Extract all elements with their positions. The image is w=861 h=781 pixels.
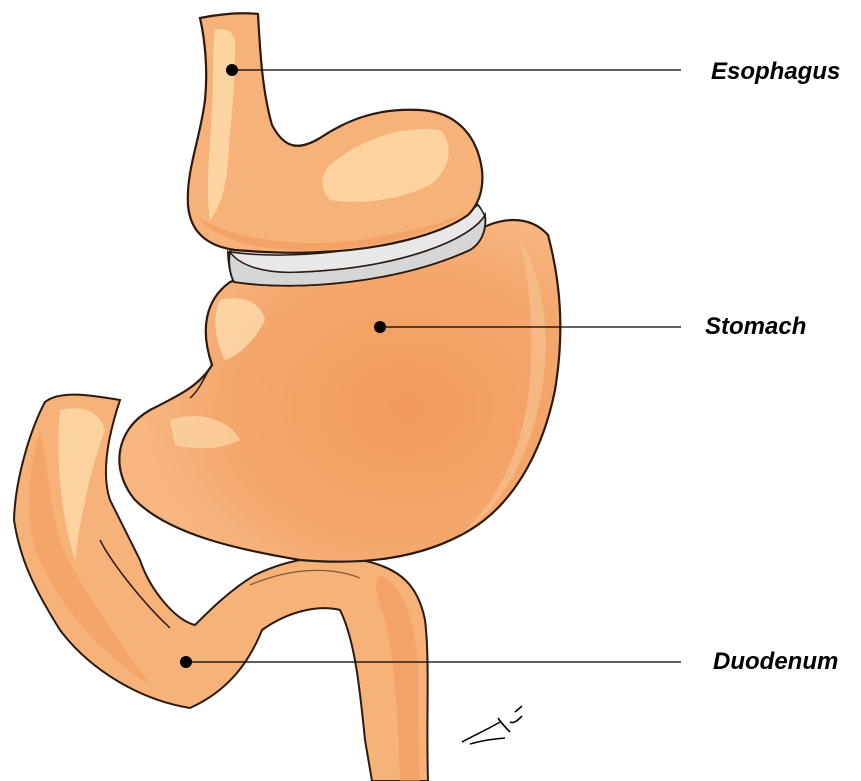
- esophagus-anchor-dot: [226, 64, 238, 76]
- esophagus-label: Esophagus: [711, 58, 840, 86]
- duodenum-label: Duodenum: [713, 648, 838, 676]
- artist-signature: [462, 706, 522, 744]
- stomach-label: Stomach: [705, 313, 806, 341]
- stomach-anchor-dot: [374, 321, 386, 333]
- duodenum-anchor-dot: [180, 656, 192, 668]
